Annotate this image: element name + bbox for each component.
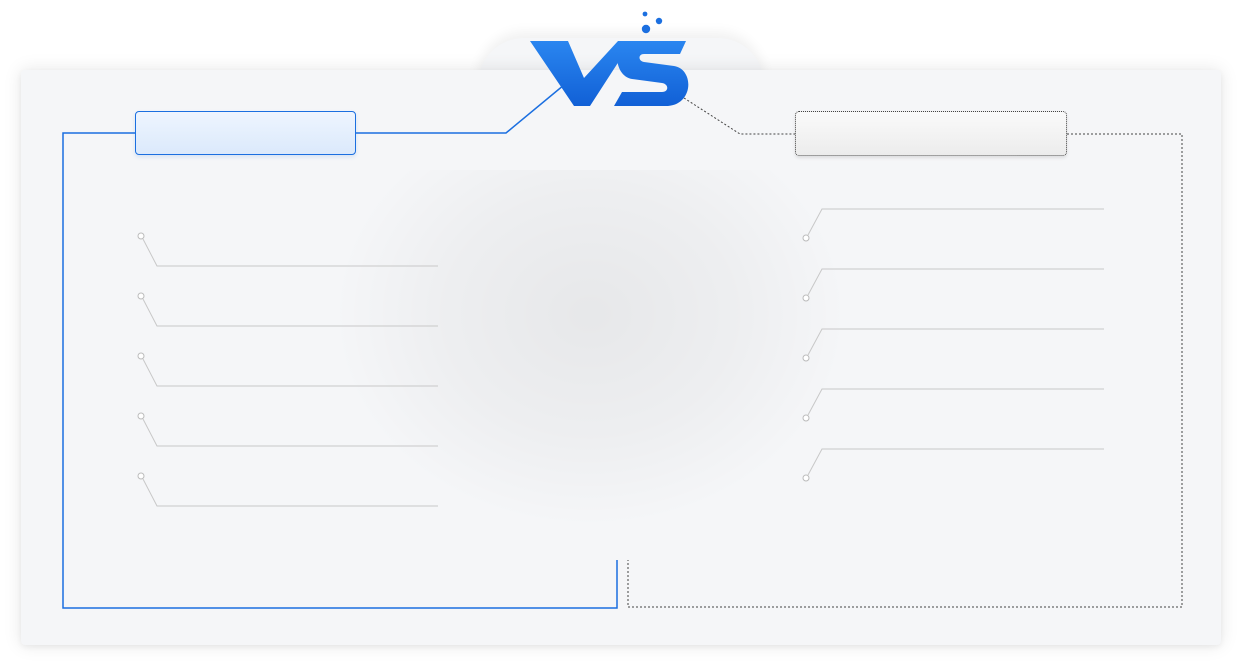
right-item-leader-5 [802,448,1104,482]
vs-letter-v [530,41,632,106]
left-item-leader-4 [137,412,438,447]
right-item-leader-4 [802,388,1104,422]
right-bracket-line [627,133,1183,608]
vs-dot-large [641,24,651,34]
right-title-box [795,111,1067,156]
right-connector-line [683,97,795,135]
card-tab-joint [470,70,772,90]
left-bracket-line [62,132,618,609]
right-item-leader-2 [802,268,1104,302]
vs-dot-small [642,11,648,17]
comparison-card [21,70,1221,645]
right-item-leader-3 [802,328,1104,362]
left-item-leader-5 [137,472,438,507]
left-item-leader-1 [137,232,438,267]
left-title-box [135,111,356,155]
vs-letter-s [614,41,689,106]
vs-logo-icon: VS [530,11,689,106]
left-item-leader-3 [137,352,438,387]
right-item-leader-1 [802,208,1104,242]
vs-dot-medium [655,17,663,25]
left-connector-line [356,79,571,134]
left-item-leader-2 [137,292,438,327]
